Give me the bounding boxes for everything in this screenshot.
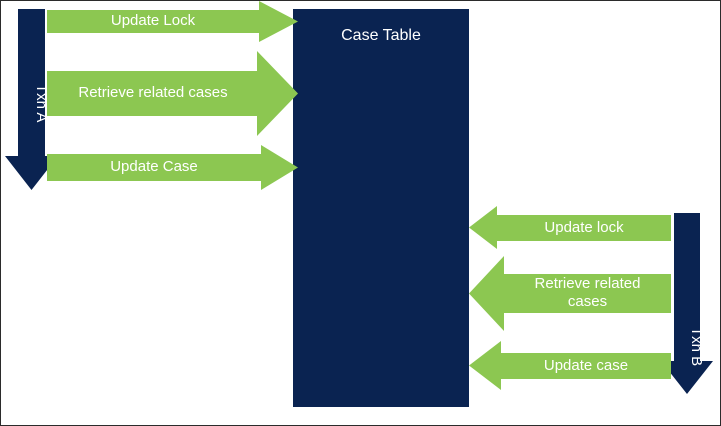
arrow-b-retrieve-related-cases[interactable] [469, 256, 671, 331]
arrow-a-update-lock[interactable] [47, 1, 298, 42]
case-table-box[interactable] [293, 9, 469, 407]
arrow-a-retrieve-related-cases[interactable] [47, 51, 298, 136]
txn-b-arrow[interactable] [661, 213, 713, 394]
txn-a-arrow[interactable] [5, 9, 58, 190]
arrow-a-update-case[interactable] [47, 145, 298, 190]
arrow-b-update-case[interactable] [469, 341, 671, 390]
arrow-b-update-lock[interactable] [469, 206, 671, 249]
